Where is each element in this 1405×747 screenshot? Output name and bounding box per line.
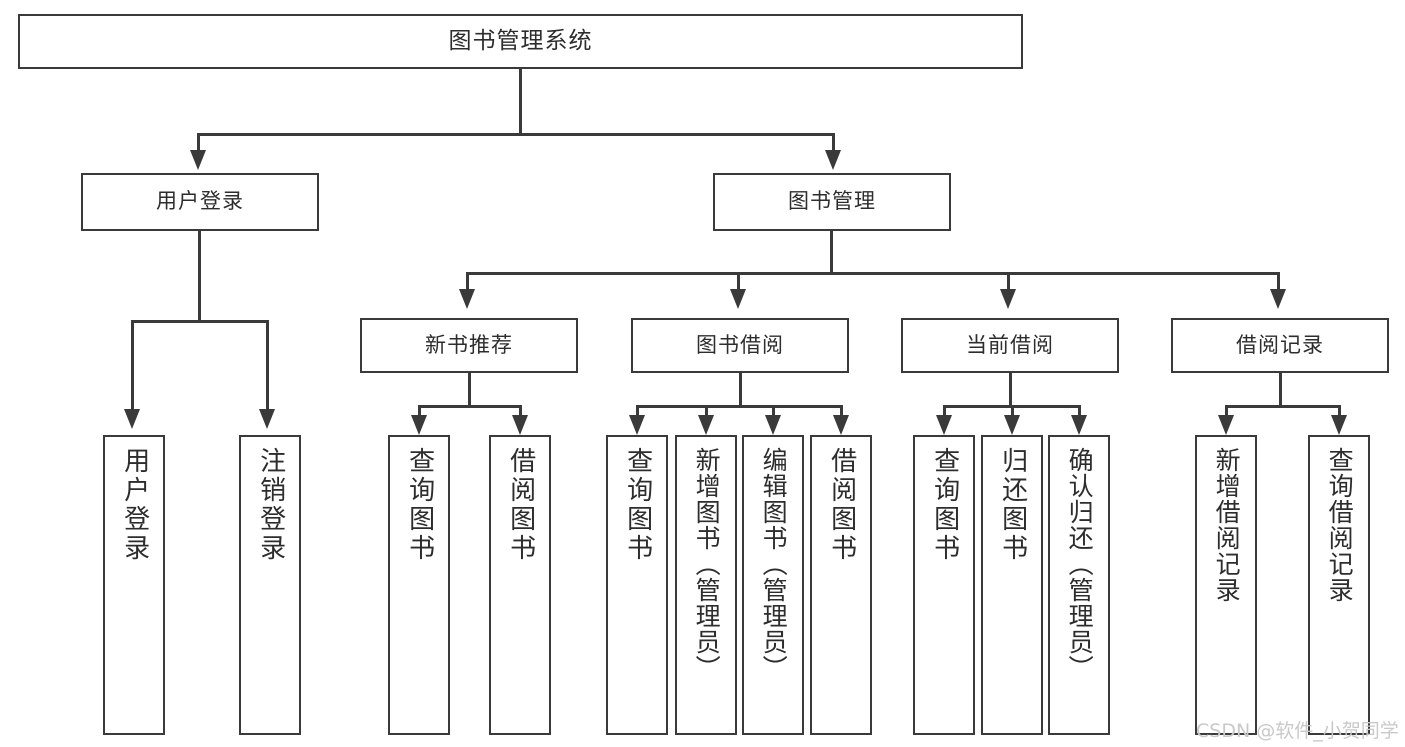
node-label: 新增借阅记录 (1212, 447, 1242, 603)
connector-bookmgmt-drop-4 (1277, 272, 1280, 290)
node-label: 图书借阅 (696, 332, 784, 357)
arrowhead-to-borrow-record (1270, 289, 1286, 309)
arrowhead-userlogin-1 (124, 409, 140, 429)
connector-bookborrow-bar (636, 405, 843, 408)
connector-bookmgmt-stem (830, 231, 833, 274)
node-label: 当前借阅 (966, 332, 1054, 357)
node-label: 图书管理系统 (448, 28, 593, 55)
connector-currentborrow-drop-3 (1078, 405, 1081, 418)
connector-bookmgmt-drop-2 (737, 272, 740, 290)
connector-currentborrow-drop-2 (1011, 405, 1014, 418)
arrowhead-newbook-1 (411, 415, 427, 435)
node-label: 用户登录 (119, 447, 150, 563)
node-user-login[interactable]: 用户登录 (81, 173, 319, 231)
connector-userlogin-drop-2 (266, 320, 269, 410)
connector-bookborrow-drop-1 (636, 405, 639, 418)
leaf-borrow-record-query[interactable]: 查询借阅记录 (1308, 435, 1370, 735)
connector-bookmgmt-bar (466, 272, 1280, 275)
connector-bookborrow-drop-4 (840, 405, 843, 418)
leaf-borrow-record-add[interactable]: 新增借阅记录 (1195, 435, 1257, 735)
node-borrow-record[interactable]: 借阅记录 (1171, 318, 1389, 373)
connector-userlogin-bar (131, 320, 269, 323)
leaf-new-book-query[interactable]: 查询图书 (388, 435, 450, 735)
arrowhead-userlogin-2 (259, 409, 275, 429)
arrowhead-newbook-2 (512, 415, 528, 435)
arrowhead-currentborrow-2 (1004, 415, 1020, 435)
connector-newbook-drop-1 (418, 405, 421, 418)
arrowhead-to-book-manage (825, 150, 841, 170)
node-label: 查询图书 (929, 447, 960, 563)
leaf-book-borrow-borrow[interactable]: 借阅图书 (810, 435, 872, 735)
connector-bookmgmt-drop-3 (1007, 272, 1010, 290)
node-label: 编辑图书（管理员） (759, 447, 789, 681)
arrowhead-bookborrow-1 (629, 415, 645, 435)
node-label: 借阅图书 (826, 447, 857, 563)
node-label: 新增图书（管理员） (692, 447, 722, 681)
arrowhead-currentborrow-1 (936, 415, 952, 435)
node-label: 查询图书 (622, 447, 653, 563)
leaf-user-login-login[interactable]: 用户登录 (103, 435, 165, 735)
leaf-book-borrow-query[interactable]: 查询图书 (606, 435, 668, 735)
node-label: 借阅图书 (505, 447, 536, 563)
arrowhead-to-book-borrow (730, 289, 746, 309)
connector-bookmgmt-drop-1 (466, 272, 469, 290)
node-label: 用户登录 (156, 189, 244, 214)
node-label: 新书推荐 (425, 332, 513, 357)
node-new-book-recommend[interactable]: 新书推荐 (360, 318, 578, 373)
arrowhead-bookborrow-3 (765, 415, 781, 435)
connector-borrowrecord-drop-1 (1225, 405, 1228, 418)
connector-root-drop-left (197, 133, 200, 151)
connector-bookborrow-drop-3 (772, 405, 775, 418)
leaf-new-book-borrow[interactable]: 借阅图书 (489, 435, 551, 735)
connector-currentborrow-stem (1009, 373, 1012, 407)
connector-newbook-bar (418, 405, 522, 408)
connector-userlogin-drop-1 (131, 320, 134, 410)
connector-borrowrecord-drop-2 (1338, 405, 1341, 418)
node-label: 借阅记录 (1236, 332, 1324, 357)
arrowhead-to-new-book (459, 289, 475, 309)
node-label: 查询借阅记录 (1325, 447, 1355, 603)
node-label: 确认归还（管理员） (1065, 447, 1095, 681)
node-book-borrow[interactable]: 图书借阅 (631, 318, 849, 373)
leaf-current-borrow-query[interactable]: 查询图书 (913, 435, 975, 735)
connector-root-stem (519, 69, 522, 135)
arrowhead-bookborrow-4 (833, 415, 849, 435)
leaf-book-borrow-add[interactable]: 新增图书（管理员） (675, 435, 737, 735)
arrowhead-bookborrow-2 (698, 415, 714, 435)
leaf-current-borrow-return[interactable]: 归还图书 (981, 435, 1043, 735)
node-current-borrow[interactable]: 当前借阅 (901, 318, 1119, 373)
connector-root-bar (197, 133, 834, 136)
connector-currentborrow-drop-1 (943, 405, 946, 418)
arrowhead-to-user-login (190, 150, 206, 170)
connector-bookborrow-stem (739, 373, 742, 407)
connector-newbook-drop-2 (519, 405, 522, 418)
arrowhead-to-current-borrow (1000, 289, 1016, 309)
connector-userlogin-stem (198, 231, 201, 322)
node-label: 注销登录 (255, 447, 286, 563)
node-label: 图书管理 (788, 189, 876, 214)
leaf-current-borrow-confirm-return[interactable]: 确认归还（管理员） (1048, 435, 1110, 735)
watermark-text: CSDN @软件_小贺同学 (1196, 720, 1399, 742)
arrowhead-borrowrecord-2 (1331, 415, 1347, 435)
connector-bookborrow-drop-2 (705, 405, 708, 418)
connector-borrowrecord-stem (1279, 373, 1282, 407)
connector-borrowrecord-bar (1225, 405, 1341, 408)
node-book-management[interactable]: 图书管理 (713, 173, 951, 231)
connector-root-drop-right (832, 133, 835, 151)
leaf-user-login-logout[interactable]: 注销登录 (239, 435, 301, 735)
arrowhead-currentborrow-3 (1071, 415, 1087, 435)
arrowhead-borrowrecord-1 (1218, 415, 1234, 435)
leaf-book-borrow-edit[interactable]: 编辑图书（管理员） (742, 435, 804, 735)
node-root-system[interactable]: 图书管理系统 (18, 14, 1023, 69)
node-label: 查询图书 (404, 447, 435, 563)
connector-newbook-stem (468, 373, 471, 407)
node-label: 归还图书 (997, 447, 1028, 563)
